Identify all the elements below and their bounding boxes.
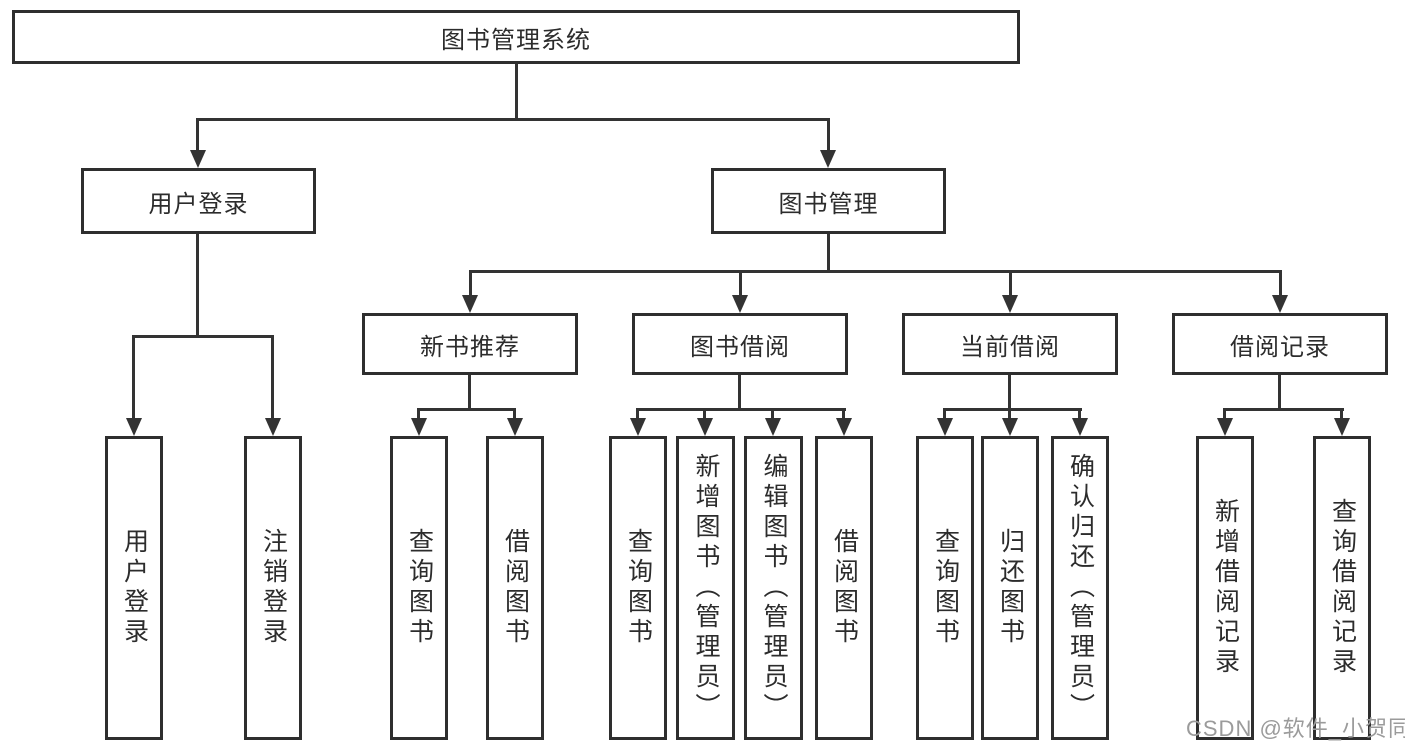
node-library-system: 图书管理系统 bbox=[12, 10, 1020, 64]
leaf-query-books-borrow: 查询图书 bbox=[609, 436, 667, 740]
arrow-down bbox=[1002, 418, 1018, 436]
node-label: 用户登录 bbox=[148, 190, 249, 218]
connector-vline bbox=[703, 408, 706, 421]
arrow-down bbox=[937, 418, 953, 436]
node-book-borrow: 图书借阅 bbox=[632, 313, 848, 375]
leaf-return-book: 归还图书 bbox=[981, 436, 1039, 740]
leaf-query-books-current: 查询图书 bbox=[916, 436, 974, 740]
connector-vline bbox=[739, 270, 742, 298]
leaf-logout: 注销登录 bbox=[244, 436, 302, 740]
arrow-down bbox=[1217, 418, 1233, 436]
node-borrow-records: 借阅记录 bbox=[1172, 313, 1388, 375]
arrow-down bbox=[820, 150, 836, 168]
leaf-label: 新增图书（管理员） bbox=[692, 453, 720, 723]
leaf-borrow-books: 借阅图书 bbox=[815, 436, 873, 740]
arrow-down bbox=[732, 295, 748, 313]
connector-hline bbox=[417, 408, 516, 411]
node-label: 图书借阅 bbox=[690, 333, 790, 361]
arrow-down bbox=[630, 418, 646, 436]
node-current-borrow: 当前借阅 bbox=[902, 313, 1118, 375]
leaf-label: 查询图书 bbox=[931, 528, 960, 648]
connector-vline bbox=[1223, 408, 1226, 421]
arrow-down bbox=[126, 418, 142, 436]
connector-hline bbox=[1223, 408, 1344, 411]
connector-vline bbox=[1278, 375, 1281, 411]
node-label: 图书管理系统 bbox=[441, 26, 591, 54]
connector-vline bbox=[1009, 270, 1012, 298]
connector-vline bbox=[196, 234, 199, 338]
node-label: 新书推荐 bbox=[420, 333, 520, 361]
leaf-label: 用户登录 bbox=[120, 528, 149, 648]
connector-hline bbox=[132, 335, 274, 338]
leaf-borrow-books-recommend: 借阅图书 bbox=[486, 436, 544, 740]
arrow-down bbox=[836, 418, 852, 436]
connector-vline bbox=[636, 408, 639, 421]
arrow-down bbox=[462, 295, 478, 313]
connector-vline bbox=[827, 234, 830, 273]
arrow-down bbox=[1272, 295, 1288, 313]
node-label: 图书管理 bbox=[778, 190, 879, 218]
leaf-add-borrow-record: 新增借阅记录 bbox=[1196, 436, 1254, 740]
connector-vline bbox=[771, 408, 774, 421]
node-label: 当前借阅 bbox=[960, 333, 1060, 361]
arrow-down bbox=[1002, 295, 1018, 313]
leaf-edit-book-admin: 编辑图书（管理员） bbox=[744, 436, 803, 740]
connector-vline bbox=[943, 408, 946, 421]
node-label: 借阅记录 bbox=[1230, 333, 1330, 361]
connector-vline bbox=[1279, 270, 1282, 298]
leaf-query-borrow-record: 查询借阅记录 bbox=[1313, 436, 1371, 740]
leaf-label: 查询借阅记录 bbox=[1328, 498, 1357, 678]
leaf-confirm-return-admin: 确认归还（管理员） bbox=[1051, 436, 1109, 740]
connector-vline bbox=[1008, 408, 1011, 421]
leaf-label: 新增借阅记录 bbox=[1211, 498, 1240, 678]
leaf-label: 注销登录 bbox=[259, 528, 288, 648]
connector-vline bbox=[1008, 375, 1011, 411]
arrow-down bbox=[697, 418, 713, 436]
leaf-label: 借阅图书 bbox=[830, 528, 859, 648]
arrow-down bbox=[190, 150, 206, 168]
connector-vline bbox=[827, 118, 830, 153]
connector-vline bbox=[738, 375, 741, 411]
connector-vline bbox=[842, 408, 845, 421]
connector-vline bbox=[132, 335, 135, 421]
connector-vline bbox=[468, 375, 471, 411]
connector-vline bbox=[513, 408, 516, 421]
arrow-down bbox=[507, 418, 523, 436]
connector-vline bbox=[417, 408, 420, 421]
connector-vline bbox=[196, 118, 199, 153]
node-user-login: 用户登录 bbox=[81, 168, 316, 234]
leaf-label: 编辑图书（管理员） bbox=[760, 453, 788, 723]
leaf-label: 查询图书 bbox=[405, 528, 434, 648]
arrow-down bbox=[1072, 418, 1088, 436]
connector-vline bbox=[515, 64, 518, 118]
connector-vline bbox=[1078, 408, 1081, 421]
leaf-label: 确认归还（管理员） bbox=[1066, 453, 1095, 723]
leaf-label: 借阅图书 bbox=[501, 528, 530, 648]
watermark: CSDN @软件_小贺同学 bbox=[1186, 716, 1405, 741]
connector-vline bbox=[271, 335, 274, 421]
arrow-down bbox=[265, 418, 281, 436]
leaf-label: 归还图书 bbox=[996, 528, 1025, 648]
leaf-add-book-admin: 新增图书（管理员） bbox=[676, 436, 735, 740]
arrow-down bbox=[765, 418, 781, 436]
connector-vline bbox=[1340, 408, 1343, 421]
connector-hline bbox=[943, 408, 1082, 411]
arrow-down bbox=[1334, 418, 1350, 436]
connector-hline bbox=[196, 118, 830, 121]
node-new-book-recommend: 新书推荐 bbox=[362, 313, 578, 375]
connector-hline bbox=[636, 408, 846, 411]
leaf-user-login: 用户登录 bbox=[105, 436, 163, 740]
arrow-down bbox=[411, 418, 427, 436]
leaf-query-books-recommend: 查询图书 bbox=[390, 436, 448, 740]
leaf-label: 查询图书 bbox=[624, 528, 653, 648]
connector-vline bbox=[469, 270, 472, 298]
node-book-management: 图书管理 bbox=[711, 168, 946, 234]
connector-hline bbox=[469, 270, 1282, 273]
